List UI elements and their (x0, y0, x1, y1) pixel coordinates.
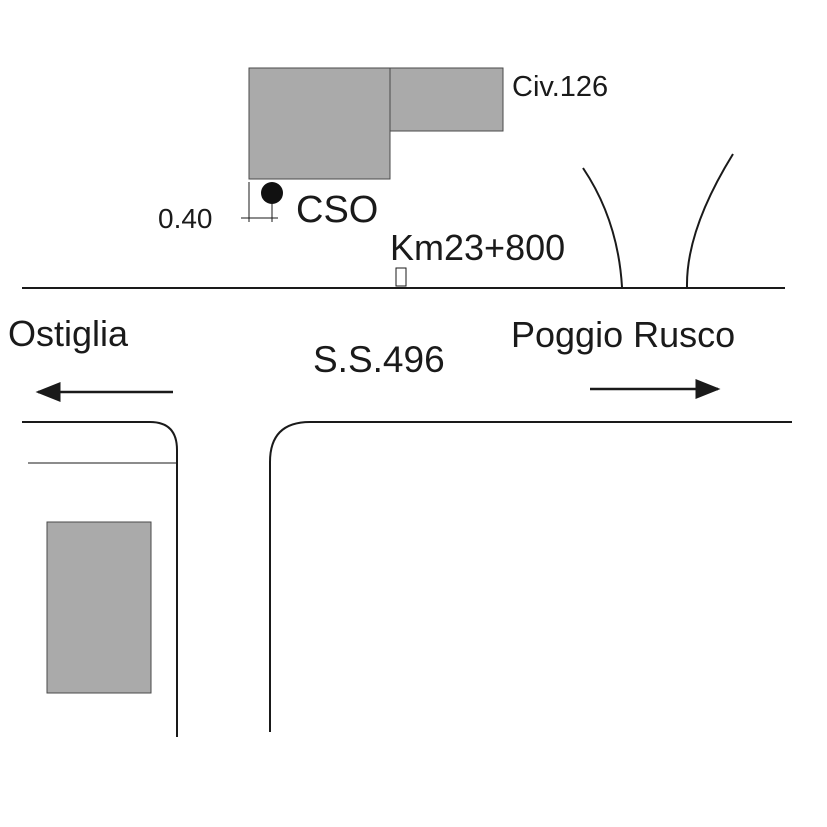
side-road-curve-left (582, 167, 623, 288)
civic-number-label: Civ.126 (512, 71, 608, 103)
cso-label: CSO (296, 189, 378, 231)
building-annex (389, 67, 504, 132)
offset-label: 0.40 (158, 203, 213, 234)
west-destination-label: Ostiglia (8, 313, 129, 354)
building-southwest (46, 521, 152, 694)
road-south-edge-west (22, 421, 178, 737)
cso-marker-group (241, 182, 283, 222)
buildings (46, 67, 504, 694)
small-rectangle-icon (395, 267, 407, 287)
road-south-edge-east (269, 421, 792, 732)
road-edges (22, 153, 792, 737)
side-road-curve-right (685, 153, 734, 288)
east-destination-label: Poggio Rusco (511, 314, 735, 355)
filled-circle-icon (261, 182, 283, 204)
kilometer-label: Km23+800 (390, 227, 565, 268)
road-name-label: S.S.496 (313, 339, 445, 380)
building-main (248, 67, 391, 180)
